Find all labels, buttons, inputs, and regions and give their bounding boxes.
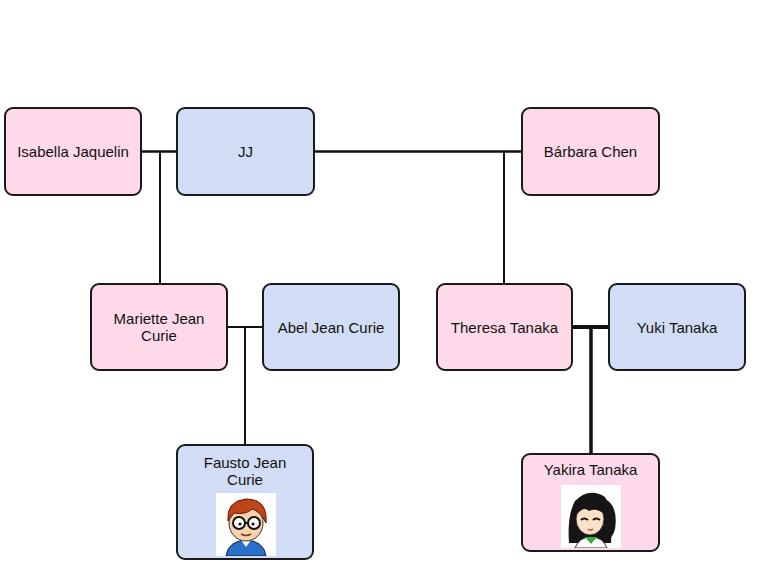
person-box: Fausto Jean Curie — [176, 444, 314, 560]
family-line — [504, 152, 521, 284]
person-name: Isabella Jaquelin — [17, 143, 129, 160]
person-name: Fausto Jean Curie — [186, 454, 304, 488]
family-line — [573, 327, 591, 453]
person-name: Yuki Tanaka — [637, 319, 718, 336]
family-line — [245, 327, 262, 444]
family-line — [315, 152, 504, 284]
boy-avatar — [216, 493, 276, 556]
person-box: Yakira Tanaka — [521, 453, 660, 552]
person-box: Mariette Jean Curie — [90, 283, 228, 371]
person-box: Theresa Tanaka — [436, 283, 573, 371]
person-name: Mariette Jean Curie — [100, 310, 218, 344]
person-name: Theresa Tanaka — [451, 319, 558, 336]
person-name: Yakira Tanaka — [544, 461, 638, 478]
family-line — [228, 327, 245, 444]
person-name: JJ — [238, 143, 253, 160]
person-name: Abel Jean Curie — [278, 319, 385, 336]
person-box: JJ — [176, 107, 315, 196]
person-box: Bárbara Chen — [521, 107, 660, 196]
person-box: Abel Jean Curie — [262, 283, 400, 371]
person-name: Bárbara Chen — [544, 143, 637, 160]
girl-avatar — [561, 485, 621, 548]
person-box: Isabella Jaquelin — [4, 107, 142, 196]
family-line — [142, 152, 160, 284]
family-line — [160, 152, 176, 284]
family-line — [591, 327, 608, 453]
person-box: Yuki Tanaka — [608, 283, 746, 371]
